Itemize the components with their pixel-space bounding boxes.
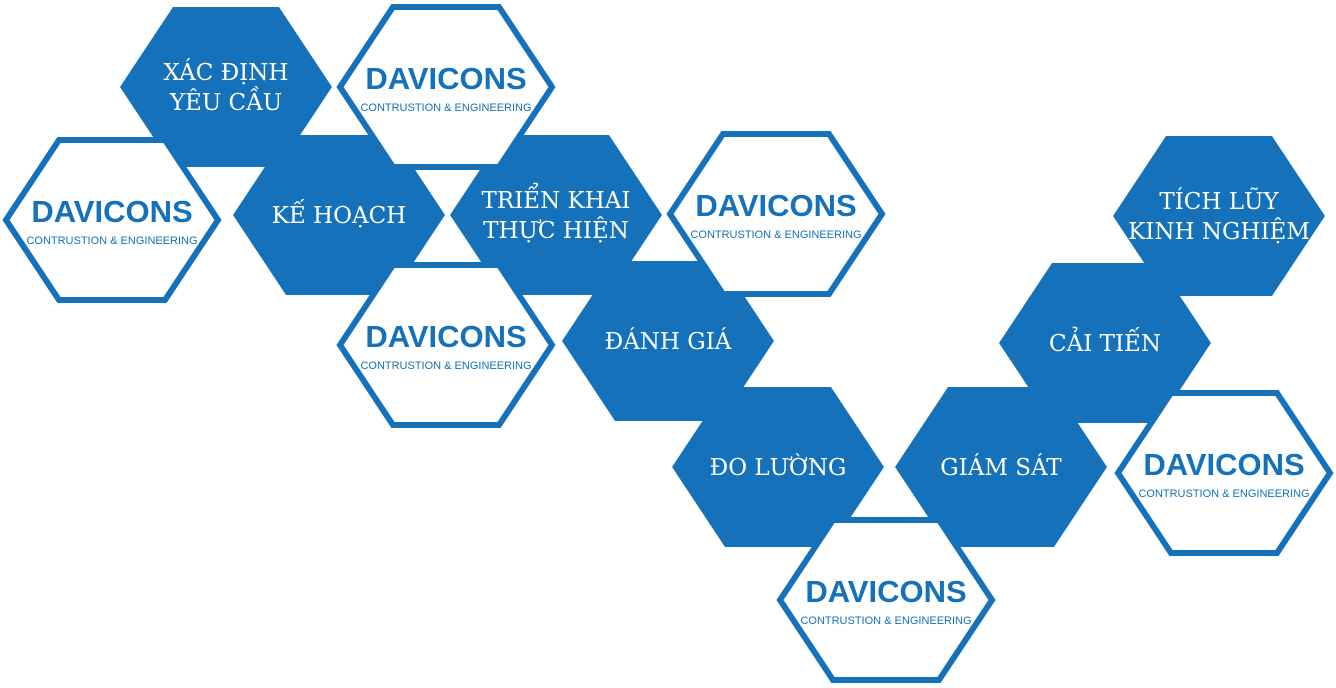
step-label-line: THỰC HIỆN (483, 218, 629, 244)
step-label-line: YÊU CẦU (169, 86, 282, 116)
step-hexagon (450, 135, 662, 295)
brand-tagline: CONTRUSTION & ENGINEERING (800, 615, 971, 627)
step-hexagon (895, 387, 1107, 547)
brand-hexagon: DAVICONS CONTRUSTION & ENGINEERING (2, 137, 222, 303)
brand-hexagon-outline (666, 131, 886, 297)
step-do-luong: ĐO LƯỜNG (672, 387, 884, 547)
step-label-line: KẾ HOẠCH (272, 200, 406, 229)
step-ke-hoach: KẾ HOẠCH (233, 135, 445, 295)
brand-hexagon-outline (1114, 390, 1334, 556)
brand-hexagon-outline (2, 137, 222, 303)
brand-hexagon-outline (776, 517, 996, 683)
step-tich-luy-kinh-nghiem: TÍCH LŨY KINH NGHIỆM (1113, 136, 1325, 296)
brand-hexagon: DAVICONS CONTRUSTION & ENGINEERING (336, 262, 556, 428)
brand-name: DAVICONS (1143, 447, 1304, 482)
step-hexagon (1113, 136, 1325, 296)
step-hexagon (120, 7, 332, 167)
brand-name: DAVICONS (365, 319, 526, 354)
step-giam-sat: GIÁM SÁT (895, 387, 1107, 547)
step-label-line: CẢI TIẾN (1049, 327, 1161, 357)
brand-tagline: CONTRUSTION & ENGINEERING (1138, 488, 1309, 500)
brand-tagline: CONTRUSTION & ENGINEERING (360, 360, 531, 372)
brand-name: DAVICONS (31, 194, 192, 229)
step-label-line: ĐÁNH GIÁ (605, 328, 732, 355)
brand-hexagon: DAVICONS CONTRUSTION & ENGINEERING (336, 4, 556, 170)
step-cai-tien: CẢI TIẾN (999, 263, 1211, 423)
step-hexagon (672, 387, 884, 547)
step-trien-khai-thuc-hien: TRIỂN KHAI THỰC HIỆN (450, 135, 662, 295)
brand-hexagon: DAVICONS CONTRUSTION & ENGINEERING (776, 517, 996, 683)
brand-name: DAVICONS (805, 574, 966, 609)
step-label-line: GIÁM SÁT (940, 454, 1062, 481)
step-hexagon (233, 135, 445, 295)
brand-hexagon: DAVICONS CONTRUSTION & ENGINEERING (666, 131, 886, 297)
brand-hexagon-outline (336, 4, 556, 170)
brand-hexagon-outline (336, 262, 556, 428)
brand-tagline: CONTRUSTION & ENGINEERING (690, 229, 861, 241)
step-hexagon (562, 261, 774, 421)
brand-name: DAVICONS (695, 188, 856, 223)
step-label-line: TRIỂN KHAI (482, 183, 631, 214)
brand-name: DAVICONS (365, 61, 526, 96)
brand-tagline: CONTRUSTION & ENGINEERING (26, 235, 197, 247)
brand-tagline: CONTRUSTION & ENGINEERING (360, 102, 531, 114)
brand-hexagon: DAVICONS CONTRUSTION & ENGINEERING (1114, 390, 1334, 556)
step-hexagon (999, 263, 1211, 423)
step-label-line: XÁC ĐỊNH (164, 59, 289, 86)
step-danh-gia: ĐÁNH GIÁ (562, 261, 774, 421)
step-label-line: ĐO LƯỜNG (710, 454, 847, 481)
step-label-line: TÍCH LŨY (1159, 187, 1279, 215)
step-label-line: KINH NGHIỆM (1128, 219, 1310, 245)
